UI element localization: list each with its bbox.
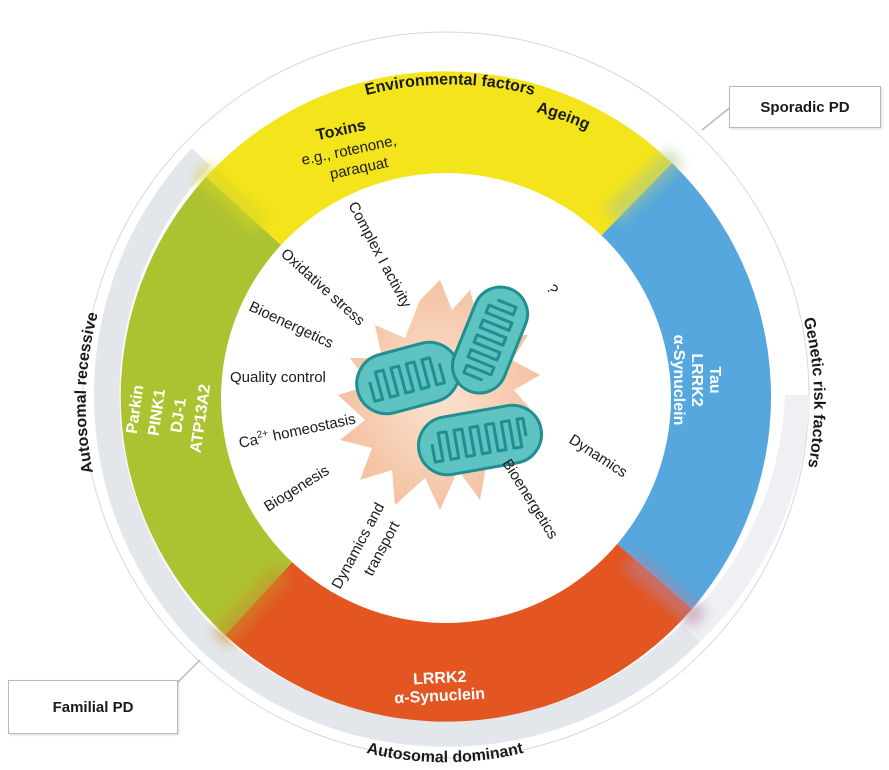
gene-alpha-synuclein-red: α-Synuclein (394, 686, 486, 708)
gene-alpha-synuclein-blue: α-Synuclein (670, 335, 687, 426)
gene-lrrk2-blue: LRRK2 (688, 353, 705, 406)
sporadic-pd-label: Sporadic PD (760, 98, 850, 116)
sporadic-pd-callout: Sporadic PD (729, 86, 881, 128)
mitochondrion-bottom (417, 403, 543, 477)
gene-lrrk2-red: LRRK2 (413, 669, 467, 689)
familial-pd-label: Familial PD (52, 698, 134, 716)
outer-ring-gray-band (93, 148, 810, 747)
sporadic-connector (701, 105, 733, 131)
blue-gene-list: Tau LRRK2 α-Synuclein (670, 335, 723, 426)
gene-pink1: PINK1 (146, 388, 169, 437)
ca-superscript: 2+ (256, 428, 270, 441)
gene-tau: Tau (706, 366, 723, 393)
quality-control-label: Quality control (230, 369, 326, 386)
gene-parkin: Parkin (124, 384, 148, 435)
familial-pd-callout: Familial PD (8, 680, 178, 734)
ca-prefix: Ca (237, 431, 260, 452)
mitochondrion-right (451, 285, 529, 395)
familial-connector (175, 659, 201, 685)
gene-dj1: DJ-1 (168, 397, 190, 434)
